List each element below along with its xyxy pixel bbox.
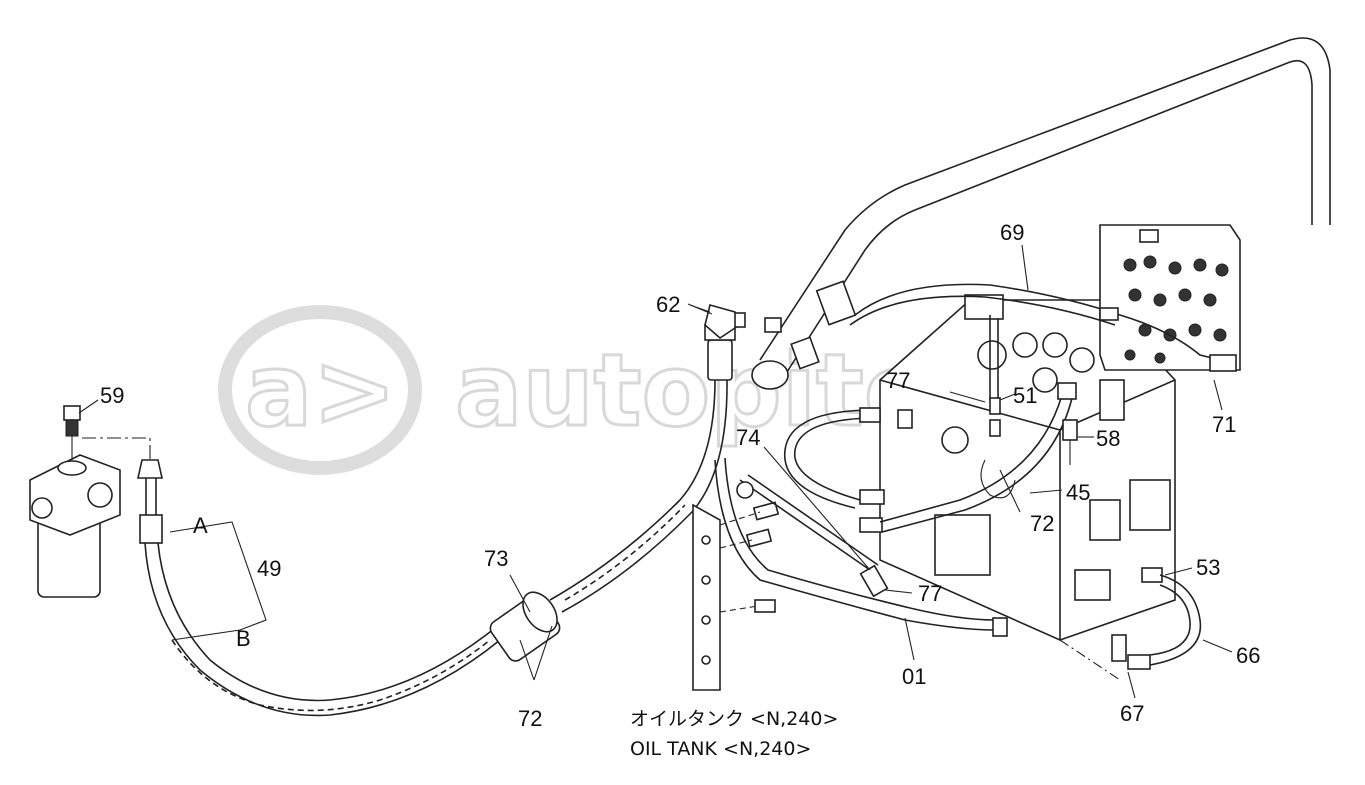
watermark-logo: a> — [245, 332, 396, 449]
pilot-valve-box — [1099, 224, 1241, 371]
callout-49: 49 — [257, 556, 281, 581]
callout-69: 69 — [1000, 220, 1024, 245]
callout-72-upper: 72 — [1030, 511, 1054, 536]
callout-59: 59 — [100, 383, 124, 408]
callout-77-upper: 77 — [886, 368, 910, 393]
callout-45: 45 — [1066, 480, 1090, 505]
callout-62: 62 — [656, 292, 680, 317]
callout-labels: 59 62 69 71 77 51 74 58 45 72 53 49 A B … — [100, 220, 1260, 731]
hose-01 — [714, 457, 1008, 637]
hose-clamp-73 — [489, 324, 736, 662]
callout-B: B — [236, 626, 251, 651]
callout-66: 66 — [1236, 643, 1260, 668]
callout-51: 51 — [1013, 383, 1037, 408]
callout-71: 71 — [1212, 412, 1236, 437]
pilot-hoses — [849, 283, 1237, 400]
callout-77-lower: 77 — [918, 581, 942, 606]
elbow-fitting-62 — [689, 304, 782, 340]
callout-72-lower: 72 — [518, 706, 542, 731]
callout-01: 01 — [902, 664, 926, 689]
oil-tank-note: オイルタンク <N,240> OIL TANK <N,240> — [630, 708, 838, 760]
callout-74: 74 — [736, 425, 760, 450]
control-valve-block — [879, 294, 1176, 641]
hose-74 — [783, 397, 1001, 533]
hose-66 — [1059, 567, 1202, 681]
hose-49 — [137, 459, 501, 717]
oil-tank-note-en: OIL TANK <N,240> — [630, 738, 811, 760]
callout-67: 67 — [1120, 701, 1144, 726]
callout-A: A — [193, 513, 208, 538]
callout-73: 73 — [484, 546, 508, 571]
fitting-58 — [1062, 419, 1078, 465]
mounting-bracket — [692, 503, 721, 691]
callout-58: 58 — [1096, 426, 1120, 451]
hose-45 — [879, 382, 1077, 533]
upper-return-pipe — [751, 37, 1331, 390]
leader-lines — [78, 244, 1233, 699]
adapter-fittings — [719, 501, 780, 613]
callout-53: 53 — [1196, 555, 1220, 580]
filter-assembly — [29, 405, 121, 598]
oil-tank-note-jp: オイルタンク <N,240> — [630, 708, 838, 730]
